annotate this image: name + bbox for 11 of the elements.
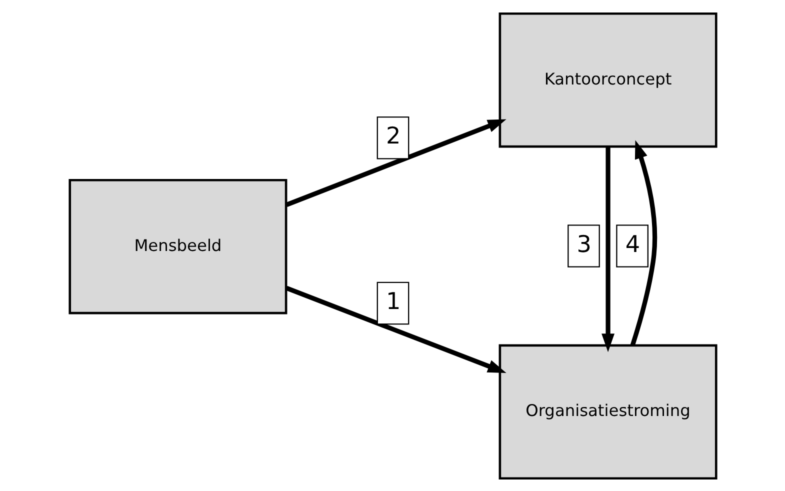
edge-label: 4 (624, 231, 640, 258)
node-box: Organisatiestroming (498, 344, 717, 480)
edge-label: 1 (386, 288, 400, 315)
edge-label: 2 (386, 123, 400, 150)
node-box: Mensbeeld (68, 178, 287, 314)
arrow (630, 140, 657, 346)
edge-label: 3 (576, 231, 592, 258)
arrow (601, 146, 614, 352)
arrow (285, 285, 506, 373)
node-box: Kantoorconcept (498, 12, 717, 148)
arrow (285, 118, 506, 206)
